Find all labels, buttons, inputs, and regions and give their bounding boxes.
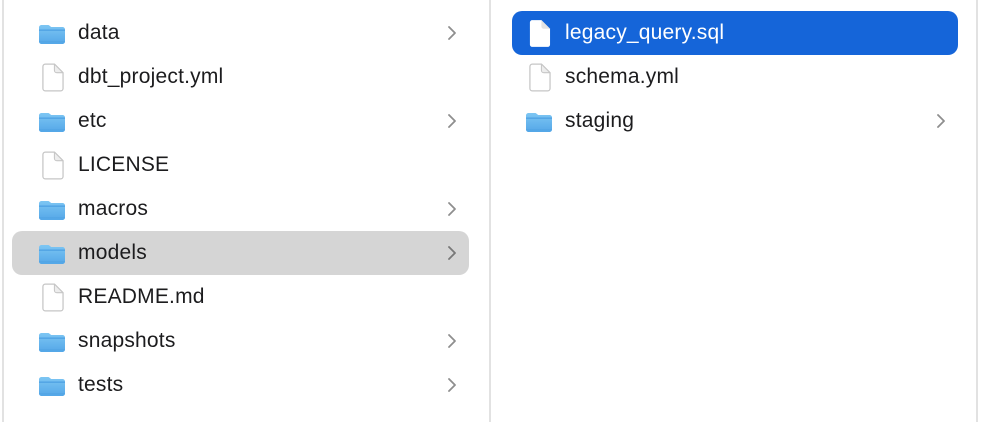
file-item-label: etc	[78, 109, 107, 132]
folder-icon	[38, 105, 66, 137]
chevron-right-icon	[936, 113, 946, 129]
chevron-right-icon	[447, 201, 457, 217]
file-item-label: staging	[565, 109, 635, 132]
file-list-column-parent: data dbt_project.yml etc LICENSE macros …	[4, 11, 489, 422]
file-item-label: tests	[78, 373, 124, 396]
chevron-right-icon	[447, 245, 457, 261]
column-divider-left[interactable]	[2, 0, 4, 422]
folder-icon	[38, 193, 66, 225]
folder-icon	[38, 369, 66, 401]
file-item-label: data	[78, 21, 120, 44]
chevron-right-icon	[447, 113, 457, 129]
file-item-label: dbt_project.yml	[78, 65, 224, 88]
file-item-data[interactable]: data	[12, 11, 469, 55]
file-item-readme-md[interactable]: README.md	[12, 275, 469, 319]
file-item-label: macros	[78, 197, 149, 220]
file-item-label: README.md	[78, 285, 205, 308]
folder-icon	[38, 325, 66, 357]
file-item-models[interactable]: models	[12, 231, 469, 275]
file-item-label: legacy_query.sql	[565, 21, 725, 44]
folder-icon	[525, 105, 553, 137]
file-item-legacy-query-sql[interactable]: legacy_query.sql	[512, 11, 958, 55]
file-item-label: schema.yml	[565, 65, 680, 88]
chevron-right-icon	[447, 25, 457, 41]
document-icon	[525, 61, 553, 93]
column-divider-right[interactable]	[976, 0, 978, 422]
file-item-dbt-project-yml[interactable]: dbt_project.yml	[12, 55, 469, 99]
file-item-label: snapshots	[78, 329, 176, 352]
document-icon	[38, 61, 66, 93]
file-item-license[interactable]: LICENSE	[12, 143, 469, 187]
chevron-right-icon	[447, 377, 457, 393]
file-item-label: models	[78, 241, 147, 264]
file-item-etc[interactable]: etc	[12, 99, 469, 143]
file-item-tests[interactable]: tests	[12, 363, 469, 407]
document-icon	[38, 281, 66, 313]
folder-icon	[38, 17, 66, 49]
file-item-staging[interactable]: staging	[512, 99, 958, 143]
document-icon	[38, 149, 66, 181]
file-item-macros[interactable]: macros	[12, 187, 469, 231]
file-item-schema-yml[interactable]: schema.yml	[512, 55, 958, 99]
document-icon	[525, 17, 553, 49]
file-item-snapshots[interactable]: snapshots	[12, 319, 469, 363]
column-divider-middle[interactable]	[489, 0, 491, 422]
file-list-column-child: legacy_query.sql schema.yml staging	[491, 11, 976, 422]
folder-icon	[38, 237, 66, 269]
file-item-label: LICENSE	[78, 153, 170, 176]
chevron-right-icon	[447, 333, 457, 349]
